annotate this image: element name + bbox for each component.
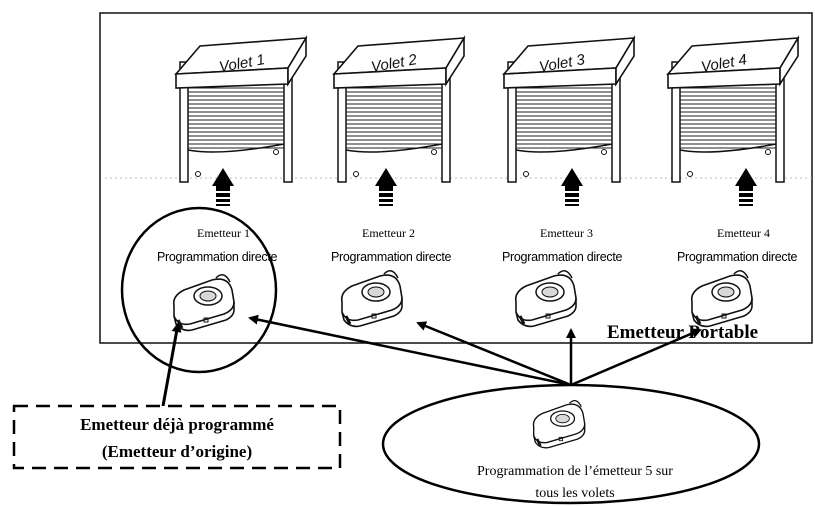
- remote-icon: [172, 273, 236, 332]
- original-emitter-line1: Emetteur déjà programmé: [80, 415, 274, 434]
- new-emitter-line2: tous les volets: [535, 486, 614, 501]
- original-emitter-box: [12, 404, 342, 470]
- mode-4-label: Programmation directe: [677, 250, 797, 264]
- emitter-2-label: Emetteur 2: [362, 226, 415, 240]
- original-emitter-arrow: [161, 322, 182, 407]
- original-emitter-line2: (Emetteur d’origine): [102, 442, 252, 461]
- emitter-1-label: Emetteur 1: [197, 226, 250, 240]
- new-emitter-line1: Programmation de l’émetteur 5 sur: [477, 464, 673, 479]
- emitter-4-label: Emetteur 4: [717, 226, 770, 240]
- remote-icon: [514, 269, 578, 328]
- up-arrow-icon: [561, 168, 583, 206]
- programming-arrows: [248, 314, 702, 387]
- up-arrow-icon: [375, 168, 397, 206]
- mode-2-label: Programmation directe: [331, 250, 451, 264]
- up-arrow-icon: [735, 168, 757, 206]
- mode-3-label: Programmation directe: [502, 250, 622, 264]
- mode-1-label: Programmation directe: [157, 250, 277, 264]
- portable-emitter-label: Emetteur Portable: [607, 322, 758, 343]
- remote-icon: [690, 269, 754, 328]
- emitter-3-label: Emetteur 3: [540, 226, 593, 240]
- up-arrow-icon: [212, 168, 234, 206]
- new-emitter-ellipse: [381, 383, 761, 505]
- remote-icon: [340, 269, 404, 328]
- original-emitter-circle: [120, 206, 278, 374]
